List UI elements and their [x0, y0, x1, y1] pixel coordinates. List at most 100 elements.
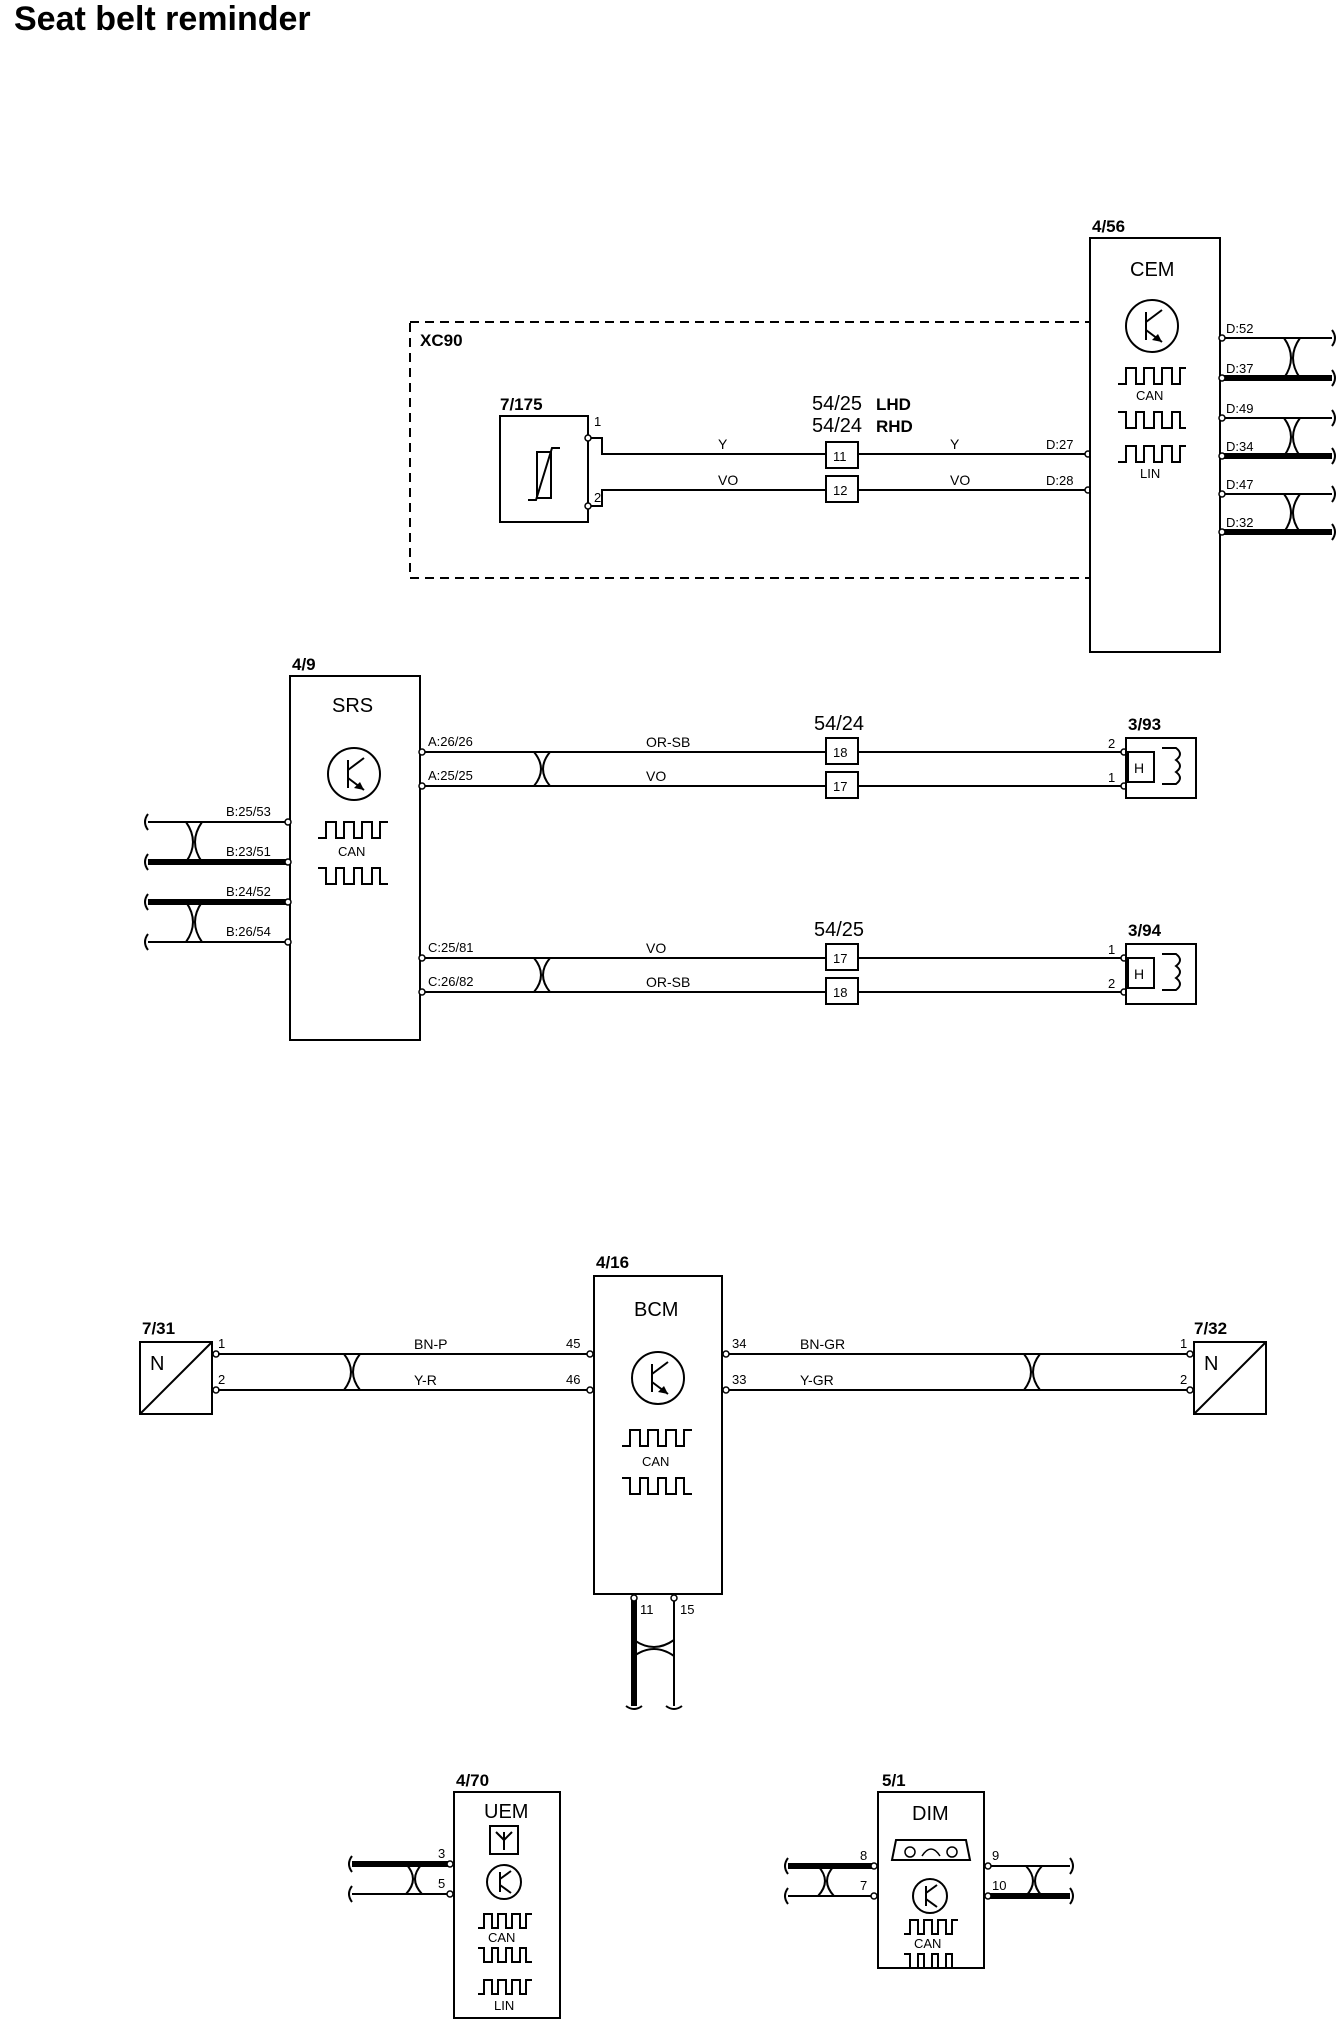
wire-label-top-y-right: Y [950, 436, 960, 452]
cem-pin-d34: D:34 [1226, 439, 1253, 454]
connector-top: 54/25 LHD 54/24 RHD 11 12 [812, 393, 913, 503]
sensor-7-32-symbol: N [1204, 1353, 1218, 1375]
heater-3-94-element [1127, 957, 1155, 989]
cem-pin-d47: D:47 [1226, 477, 1253, 492]
sensor-diagonal-icon [139, 1341, 213, 1415]
can-signal-icon [318, 821, 388, 839]
dim-can-label: CAN [914, 1936, 941, 1951]
instrument-cluster-icon [890, 1839, 972, 1861]
sensor-7-31-id: 7/31 [142, 1319, 175, 1338]
connector-54-24-pin-18: 18 [833, 745, 847, 760]
connector-top-rhd-id: 54/24 [812, 415, 862, 437]
bcm-pin-11: 11 [640, 1602, 654, 1617]
cem-pin-d49: D:49 [1226, 401, 1253, 416]
srs-pin-a25-25: A:25/25 [428, 768, 473, 783]
lin-signal-icon [478, 1979, 532, 1995]
connector-54-25-pin-17-cell [825, 943, 859, 971]
cem-pin-d52: D:52 [1226, 321, 1253, 336]
antenna-icon [489, 1825, 519, 1855]
bcm-pin-46: 46 [566, 1372, 580, 1387]
dim-pin-8: 8 [860, 1848, 867, 1863]
srs-c-wires [418, 954, 1128, 996]
srs-left-bus-lines [144, 813, 292, 951]
wire-label-top-vo-right: VO [950, 472, 970, 488]
wire-label-top-vo-left: VO [718, 472, 738, 488]
can-signal-icon [904, 1953, 958, 1969]
connector-top-pin-11: 11 [833, 449, 847, 464]
srs-module: 4/9 SRS CAN [289, 655, 421, 1041]
uem-name: UEM [484, 1801, 528, 1823]
cem-lin-label: LIN [1140, 466, 1160, 481]
dim-bus-lines [784, 1857, 1074, 1905]
transistor-icon [327, 747, 381, 801]
cem-pin-d28: D:28 [1046, 473, 1073, 488]
uem-bus-lines [348, 1855, 454, 1903]
heater-3-93-symbol: H [1134, 760, 1144, 776]
bcm-right-wires [722, 1350, 1190, 1394]
connector-54-24: 54/24 18 17 [814, 713, 864, 799]
uem-module: 4/70 UEM CAN LIN [453, 1771, 561, 2019]
page-title: Seat belt reminder [14, 0, 311, 38]
uem-pin-3: 3 [438, 1846, 445, 1861]
wire-label-bn-gr: BN-GR [800, 1336, 845, 1352]
wire-label-a-vo: VO [646, 768, 666, 784]
bcm-pin-45: 45 [566, 1336, 580, 1351]
sensor-7-175-pin-1: 1 [594, 414, 601, 429]
connector-54-25-pin-17: 17 [833, 951, 847, 966]
wire-label-y-gr: Y-GR [800, 1372, 834, 1388]
can-signal-icon [478, 1913, 532, 1929]
heater-3-93-element [1127, 751, 1155, 783]
lin-signal-icon [1118, 445, 1186, 463]
heater-3-93: 3/93 2 1 H [1108, 715, 1197, 799]
can-signal-icon [478, 1947, 532, 1963]
cem-pin-d32: D:32 [1226, 515, 1253, 530]
wire-label-y-r: Y-R [414, 1372, 437, 1388]
sensor-7-32: 7/32 N 1 2 [1180, 1319, 1267, 1415]
heater-3-93-pin-1: 1 [1108, 770, 1115, 785]
srs-pin-b24-52: B:24/52 [226, 884, 271, 899]
dim-id: 5/1 [882, 1771, 906, 1790]
transistor-icon [486, 1864, 522, 1900]
srs-pin-c26-82: C:26/82 [428, 974, 474, 989]
wire-label-c-orsb: OR-SB [646, 974, 690, 990]
bcm-pin-15: 15 [680, 1602, 694, 1617]
srs-box [289, 675, 421, 1041]
sensor-diagonal-icon [1193, 1341, 1267, 1415]
xc90-variant-boundary [409, 321, 1105, 579]
heater-3-93-id: 3/93 [1128, 715, 1161, 734]
sensor-7-32-pin-2: 2 [1180, 1372, 1187, 1387]
heating-coil-icon [1162, 953, 1181, 991]
bcm-bottom-bus [625, 1594, 683, 1710]
transistor-icon [912, 1878, 948, 1914]
heater-3-93-pin-2: 2 [1108, 736, 1115, 751]
srs-can-label: CAN [338, 844, 365, 859]
dim-module: 5/1 DIM CAN [877, 1771, 985, 1969]
srs-id: 4/9 [292, 655, 316, 674]
xc90-label: XC90 [420, 331, 463, 350]
connector-54-25-pin-18: 18 [833, 985, 847, 1000]
cem-pin-d27: D:27 [1046, 437, 1073, 452]
heater-3-94-pin-2: 2 [1108, 976, 1115, 991]
cem-module: 4/56 CEM CAN LIN [1089, 217, 1221, 653]
sensor-7-175-pin-2: 2 [594, 490, 601, 505]
cem-pin-d37: D:37 [1226, 361, 1253, 376]
sensor-7-175-id: 7/175 [500, 395, 543, 414]
sensor-7-31-pin-1: 1 [218, 1336, 225, 1351]
uem-lin-label: LIN [494, 1998, 514, 2013]
connector-54-24-pin-17-cell [825, 771, 859, 799]
connector-54-24-id: 54/24 [814, 713, 864, 735]
can-signal-icon [318, 867, 388, 885]
bcm-pin-33: 33 [732, 1372, 746, 1387]
sensor-7-175: 7/175 1 2 [499, 395, 632, 523]
connector-top-lhd-id: 54/25 [812, 393, 862, 415]
sensor-7-32-pin-1: 1 [1180, 1336, 1187, 1351]
thermistor-icon [528, 447, 560, 501]
bcm-can-label: CAN [642, 1454, 669, 1469]
dim-pin-9: 9 [992, 1848, 999, 1863]
connector-top-rhd-label: RHD [876, 417, 913, 436]
heater-3-94-pin-1: 1 [1108, 942, 1115, 957]
can-signal-icon [904, 1919, 958, 1935]
can-signal-icon [1118, 411, 1186, 429]
sensor-7-175-box [499, 415, 589, 523]
